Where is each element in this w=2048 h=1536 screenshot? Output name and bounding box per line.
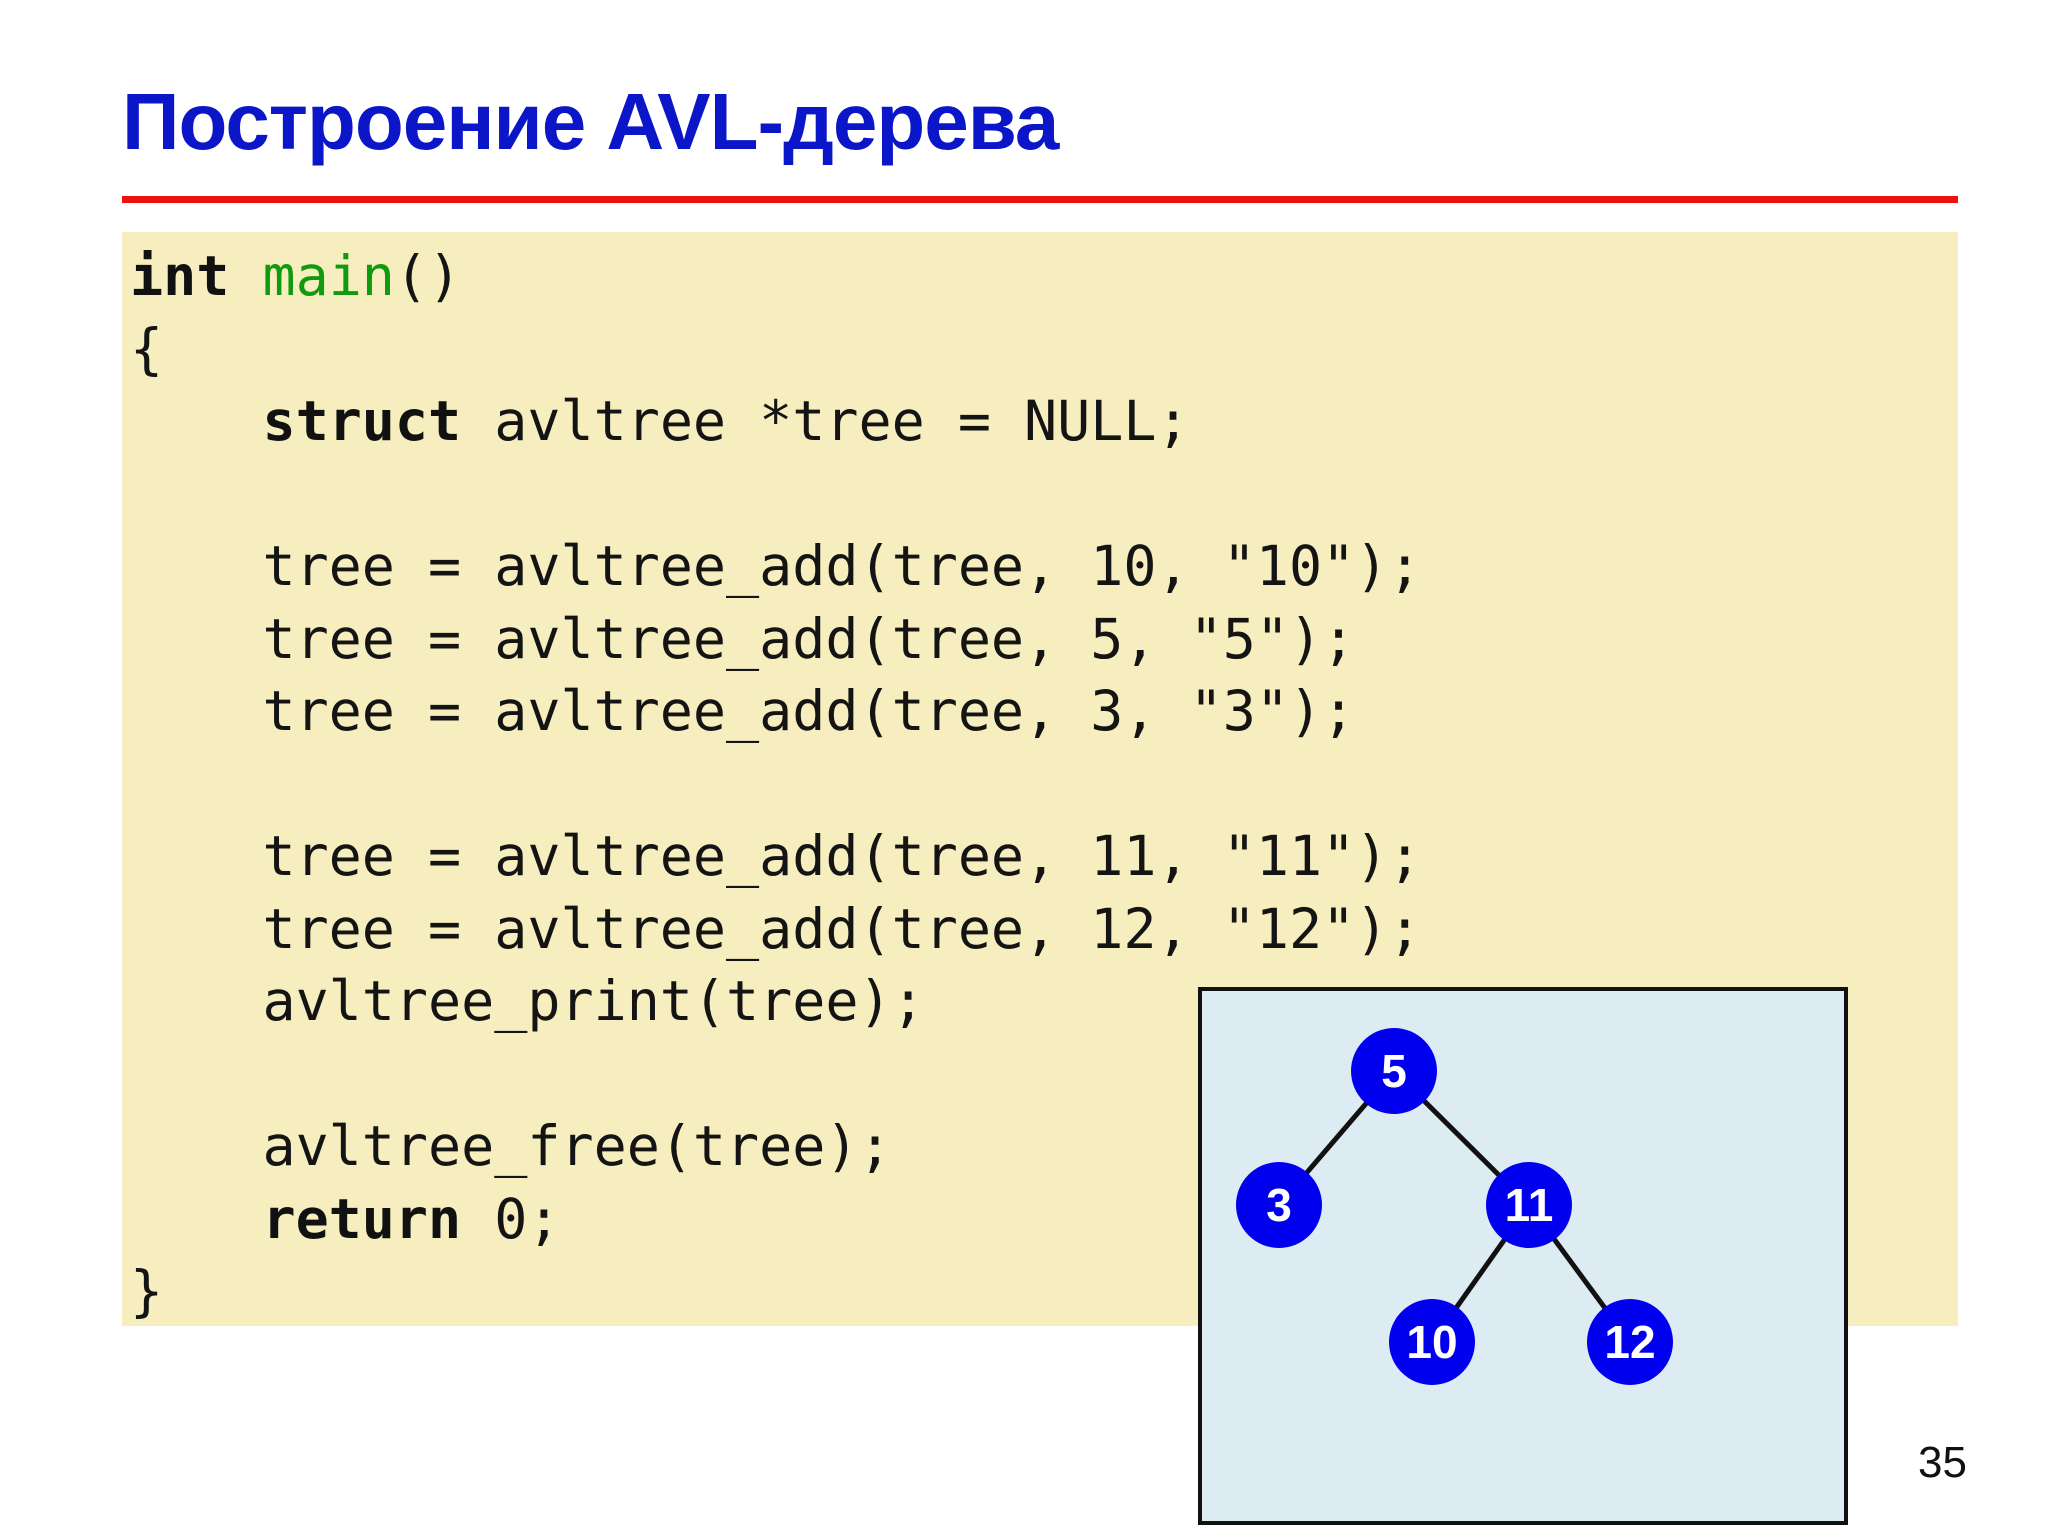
code-text: }: [130, 1259, 164, 1323]
tree-node: [1351, 1028, 1437, 1114]
code-line: }: [130, 1255, 1421, 1328]
tree-node-label: 10: [1406, 1316, 1457, 1368]
code-keyword: int: [130, 244, 230, 308]
code-line: tree = avltree_add(tree, 3, "3");: [130, 675, 1421, 748]
tree-node-label: 5: [1381, 1045, 1407, 1097]
code-line: avltree_free(tree);: [130, 1110, 1421, 1183]
code-line: avltree_print(tree);: [130, 965, 1421, 1038]
code-keyword: struct: [262, 389, 462, 453]
code-text: [130, 389, 262, 453]
code-text: avltree *tree = NULL;: [461, 389, 1190, 453]
avl-tree-diagram: 5 3 11 10 12: [1198, 987, 1848, 1525]
page-number: 35: [1918, 1438, 1967, 1487]
code-text: tree = avltree_add(tree, 11, "11");: [130, 824, 1422, 888]
tree-node-label: 12: [1604, 1316, 1655, 1368]
code-line: tree = avltree_add(tree, 12, "12");: [130, 893, 1421, 966]
code-line: return 0;: [130, 1183, 1421, 1256]
code-line: [130, 458, 1421, 531]
tree-node: [1486, 1162, 1572, 1248]
tree-node: [1389, 1299, 1475, 1385]
code-block: int main(){ struct avltree *tree = NULL;…: [122, 232, 1958, 1326]
code-line: tree = avltree_add(tree, 11, "11");: [130, 820, 1421, 893]
code-line: int main(): [130, 240, 1421, 313]
code-text: [229, 244, 262, 308]
code-text: tree = avltree_add(tree, 3, "3");: [130, 679, 1356, 743]
code-line: tree = avltree_add(tree, 5, "5");: [130, 603, 1421, 676]
code-text: avltree_free(tree);: [130, 1114, 892, 1178]
code-lines: int main(){ struct avltree *tree = NULL;…: [130, 240, 1421, 1328]
tree-node: [1587, 1299, 1673, 1385]
code-line: struct avltree *tree = NULL;: [130, 385, 1421, 458]
code-text: tree = avltree_add(tree, 5, "5");: [130, 606, 1356, 671]
code-text: tree = avltree_add(tree, 10, "10");: [130, 534, 1422, 598]
code-keyword: return: [262, 1186, 462, 1251]
tree-node: [1236, 1162, 1322, 1248]
code-function-name: main: [262, 244, 395, 308]
code-text: (): [394, 244, 462, 308]
title-divider: [122, 196, 1958, 203]
code-line: {: [130, 313, 1421, 386]
code-text: avltree_print(tree);: [130, 969, 925, 1033]
code-text: 0;: [461, 1186, 561, 1251]
code-text: [130, 1187, 262, 1251]
tree-node-label: 3: [1266, 1179, 1292, 1231]
tree-node-label: 11: [1505, 1179, 1554, 1231]
avl-tree-svg: 5 3 11 10 12: [1236, 1028, 1673, 1385]
code-text: tree = avltree_add(tree, 12, "12");: [130, 896, 1422, 961]
code-text: {: [130, 316, 164, 381]
slide-title: Построение AVL-дерева: [122, 77, 1059, 166]
code-line: tree = avltree_add(tree, 10, "10");: [130, 530, 1421, 603]
code-line: [130, 748, 1421, 821]
